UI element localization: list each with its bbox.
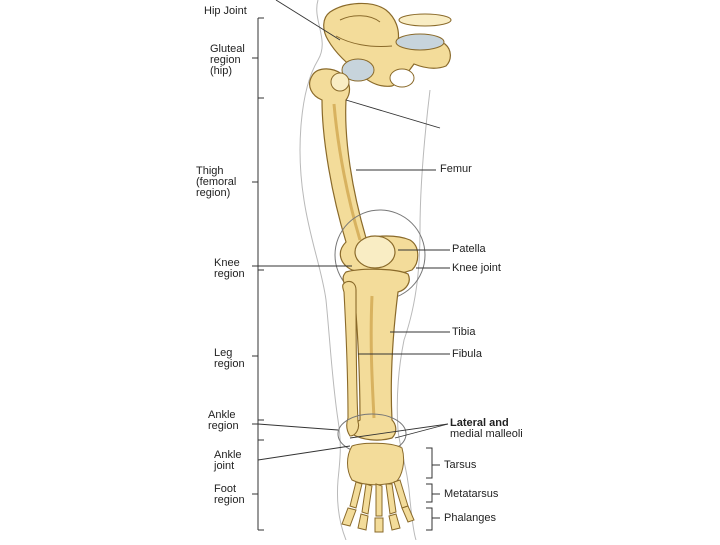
label-thigh-1: Thigh [196,165,224,177]
label-knee-1: Knee [214,257,240,269]
label-knee-joint: Knee joint [452,262,501,274]
label-thigh-3: region) [196,187,231,199]
label-knee-2: region [214,268,245,280]
foot-bones [341,442,415,533]
label-tarsus: Tarsus [444,459,477,471]
fibula-bone [342,280,360,437]
label-malleoli-1: Lateral and [450,417,509,429]
region-bracket [252,17,264,531]
label-leg-2: region [214,358,245,370]
label-ankle-joint-2: joint [214,460,235,472]
label-gluteal-1: Gluteal [210,43,245,55]
foot-bracket [426,447,440,531]
label-foot-1: Foot [214,483,237,495]
label-ankle-joint-1: Ankle [214,449,242,461]
leg-outline [299,0,431,541]
label-femur: Femur [440,163,472,175]
label-thigh-2: (femoral [196,176,237,188]
femur-bone [309,68,419,276]
label-foot-2: region [214,494,245,506]
label-tibia: Tibia [452,326,476,338]
patella-bone [354,235,396,269]
tibia-bone [342,268,410,441]
pelvis [323,2,452,88]
leader-lines [257,0,450,461]
label-hip-joint: Hip Joint [204,5,247,17]
label-fibula: Fibula [452,348,482,360]
label-gluteal-3: (hip) [210,65,233,77]
label-malleoli-2: medial malleoli [450,428,523,440]
label-metatarsus: Metatarsus [444,488,499,500]
label-ankle-1: Ankle [208,409,236,421]
label-gluteal-2: region [210,54,241,66]
label-ankle-2: region [208,420,239,432]
label-patella: Patella [452,243,486,255]
label-leg-1: Leg [214,347,233,359]
label-phalanges: Phalanges [444,512,496,524]
